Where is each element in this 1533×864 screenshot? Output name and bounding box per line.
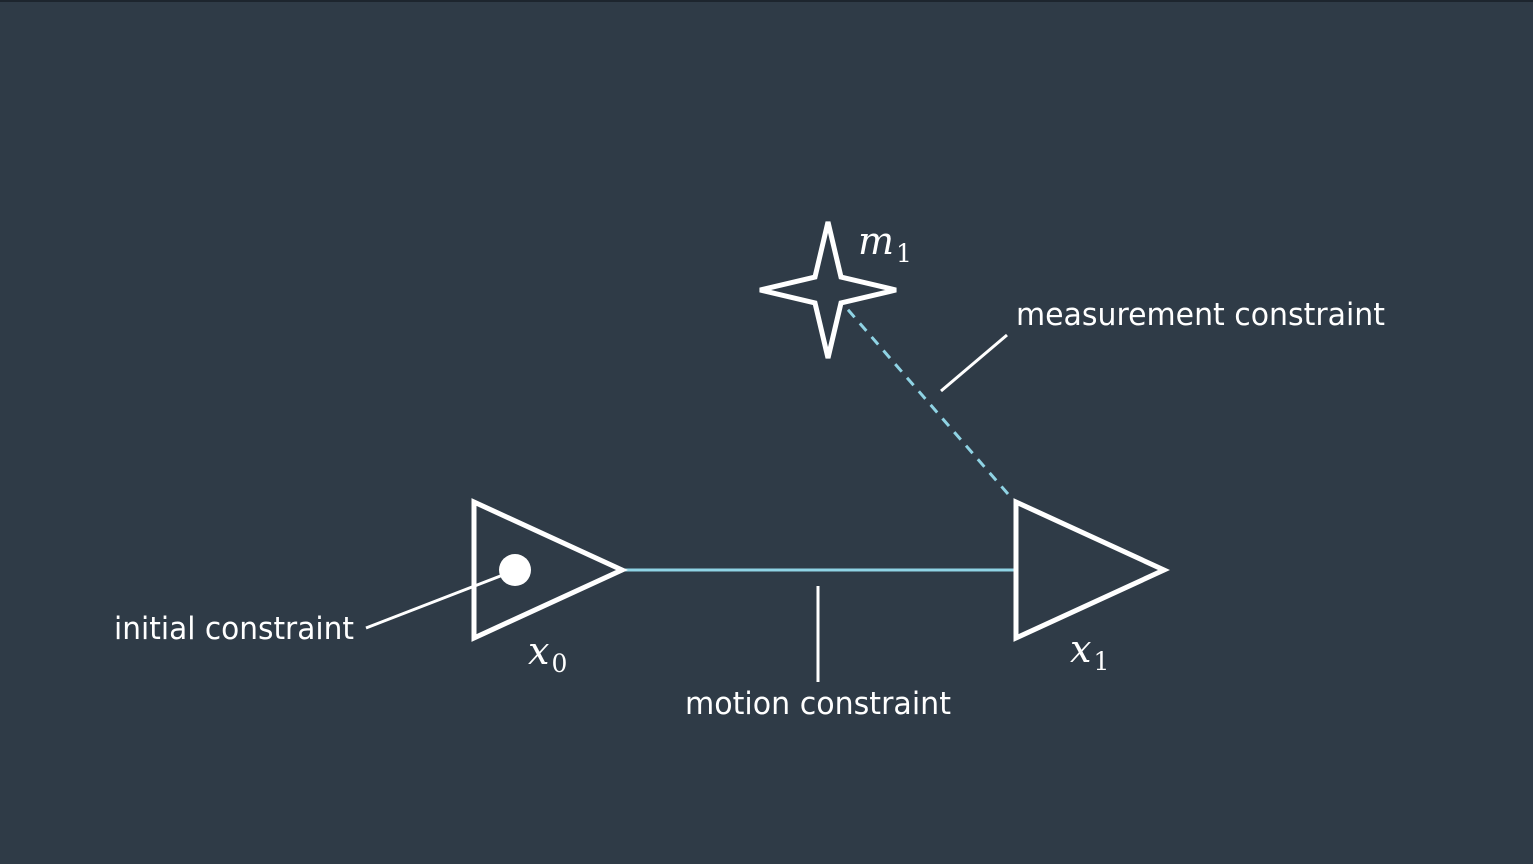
node-label-x0: x0 <box>528 629 567 678</box>
node-label-m1: m1 <box>858 219 912 268</box>
measurement-constraint-label: measurement constraint <box>1016 297 1385 333</box>
measurement-constraint-edge <box>841 303 1010 495</box>
initial-constraint-label: initial constraint <box>114 611 354 647</box>
node-label-x1: x1 <box>1070 627 1109 676</box>
measurement-constraint-leader <box>940 333 1008 393</box>
pose-x1-triangle <box>1013 498 1170 642</box>
motion-constraint-label: motion constraint <box>685 686 951 722</box>
initial-constraint-leader <box>365 573 504 630</box>
pose-x0-triangle <box>471 498 628 642</box>
landmark-m1-star-icon <box>759 221 897 359</box>
initial-constraint-dot <box>499 554 531 586</box>
